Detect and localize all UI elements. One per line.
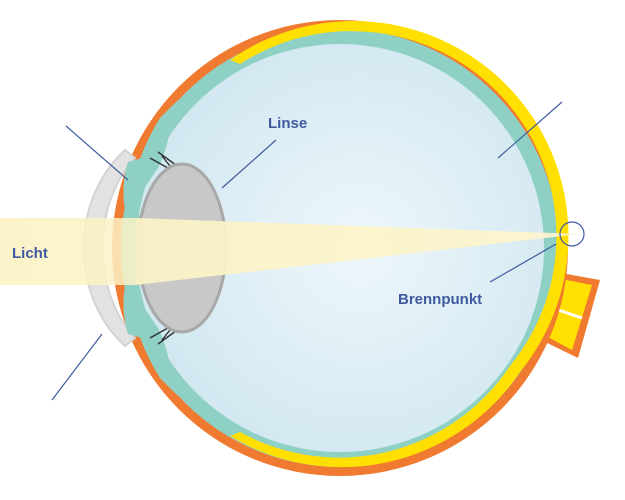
light-beam-in-eye	[135, 218, 580, 285]
label-lens: Linse	[268, 115, 307, 132]
pointer-cornea-upper	[65, 125, 129, 181]
label-focal-point: Brennpunkt	[398, 291, 482, 308]
pointer-retina	[497, 101, 563, 159]
pointer-lens	[221, 139, 277, 189]
focal-point-marker	[559, 221, 585, 247]
pointer-cornea-lower	[51, 333, 103, 401]
iris-upper	[123, 158, 142, 222]
label-light: Licht	[12, 245, 48, 262]
iris-lower	[123, 274, 142, 338]
ciliary-body-lower	[128, 284, 178, 396]
pointer-focal-point	[489, 243, 557, 283]
ciliary-body-upper	[128, 100, 178, 212]
cornea	[82, 148, 137, 348]
pointer-lines	[51, 101, 563, 401]
